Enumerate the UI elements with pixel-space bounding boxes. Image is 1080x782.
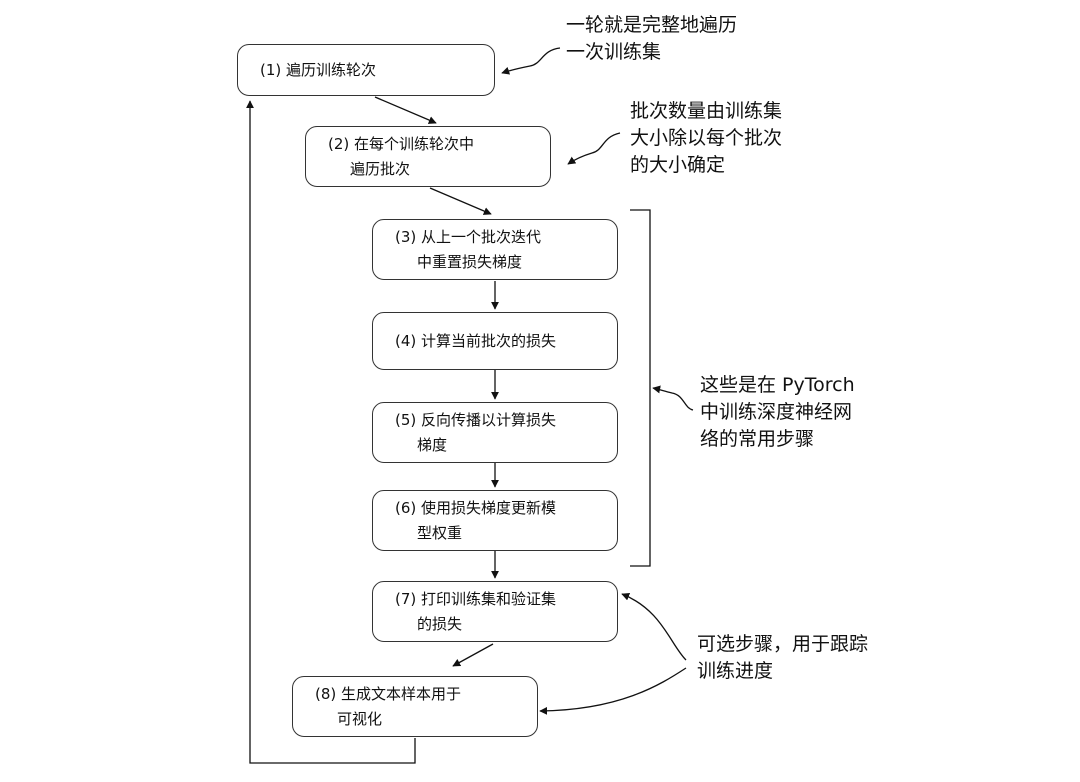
step-6-line-2: 型权重	[417, 523, 463, 542]
note-common-line-2: 中训练深度神经网	[700, 401, 853, 423]
note-epoch-line-2: 一次训练集	[566, 41, 662, 63]
step-3-box: (3) 从上一个批次迭代 中重置损失梯度	[372, 219, 618, 280]
step-5-box: (5) 反向传播以计算损失 梯度	[372, 402, 618, 463]
step-8-line-2: 可视化	[337, 709, 383, 728]
note-optional-line-2: 训练进度	[697, 660, 774, 682]
step-3-line-2: 中重置损失梯度	[417, 252, 523, 271]
step-8-line-1: (8) 生成文本样本用于	[315, 684, 462, 703]
arrow-7-to-8	[452, 643, 494, 667]
note-optional: 可选步骤，用于跟踪 训练进度	[697, 631, 868, 685]
step-2-line-2: 遍历批次	[350, 159, 411, 178]
step-5-line-2: 梯度	[417, 435, 448, 454]
steps-bracket	[630, 209, 651, 567]
arrow-1-to-2	[374, 96, 437, 124]
step-8-box: (8) 生成文本样本用于 可视化	[292, 676, 538, 737]
note-batches: 批次数量由训练集 大小除以每个批次 的大小确定	[630, 98, 782, 179]
step-4-box: (4) 计算当前批次的损失	[372, 312, 618, 370]
note-batches-line-2: 大小除以每个批次	[630, 127, 783, 149]
step-2-box: (2) 在每个训练轮次中 遍历批次	[305, 126, 551, 187]
note-common-line-1: 这些是在 PyTorch	[700, 374, 855, 396]
step-7-box: (7) 打印训练集和验证集 的损失	[372, 581, 618, 642]
step-2-line-1: (2) 在每个训练轮次中	[328, 134, 475, 153]
arrow-2-to-3	[429, 187, 492, 215]
note-epoch: 一轮就是完整地遍历 一次训练集	[566, 12, 737, 66]
note-epoch-line-1: 一轮就是完整地遍历	[566, 14, 738, 36]
step-7-line-2: 的损失	[417, 614, 463, 633]
step-1-line-1: (1) 遍历训练轮次	[260, 60, 377, 79]
note-epoch-arrow	[501, 47, 561, 75]
step-1-box: (1) 遍历训练轮次	[237, 44, 495, 96]
step-7-line-1: (7) 打印训练集和验证集	[395, 589, 557, 608]
note-optional-arrow-8	[539, 667, 687, 715]
step-5-line-1: (5) 反向传播以计算损失	[395, 410, 557, 429]
note-common-line-3: 络的常用步骤	[700, 428, 815, 450]
step-6-line-1: (6) 使用损失梯度更新模	[395, 498, 557, 517]
note-optional-line-1: 可选步骤，用于跟踪	[697, 633, 869, 655]
note-optional-arrow-7	[621, 592, 687, 661]
loop-back-arrow	[246, 100, 416, 764]
note-batches-line-1: 批次数量由训练集	[630, 100, 783, 122]
note-batches-arrow	[567, 132, 621, 165]
note-batches-line-3: 的大小确定	[630, 154, 726, 176]
step-6-box: (6) 使用损失梯度更新模 型权重	[372, 490, 618, 551]
note-common: 这些是在 PyTorch 中训练深度神经网 络的常用步骤	[700, 372, 855, 453]
step-4-line-1: (4) 计算当前批次的损失	[395, 331, 557, 350]
step-3-line-1: (3) 从上一个批次迭代	[395, 227, 542, 246]
note-common-arrow	[652, 385, 694, 411]
